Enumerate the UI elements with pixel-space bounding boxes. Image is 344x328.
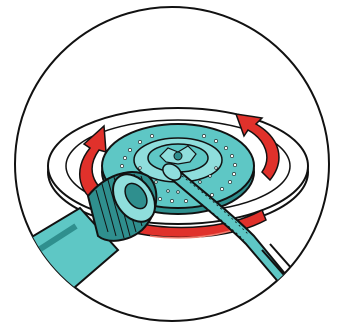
cleaning-illustration: [0, 0, 344, 328]
